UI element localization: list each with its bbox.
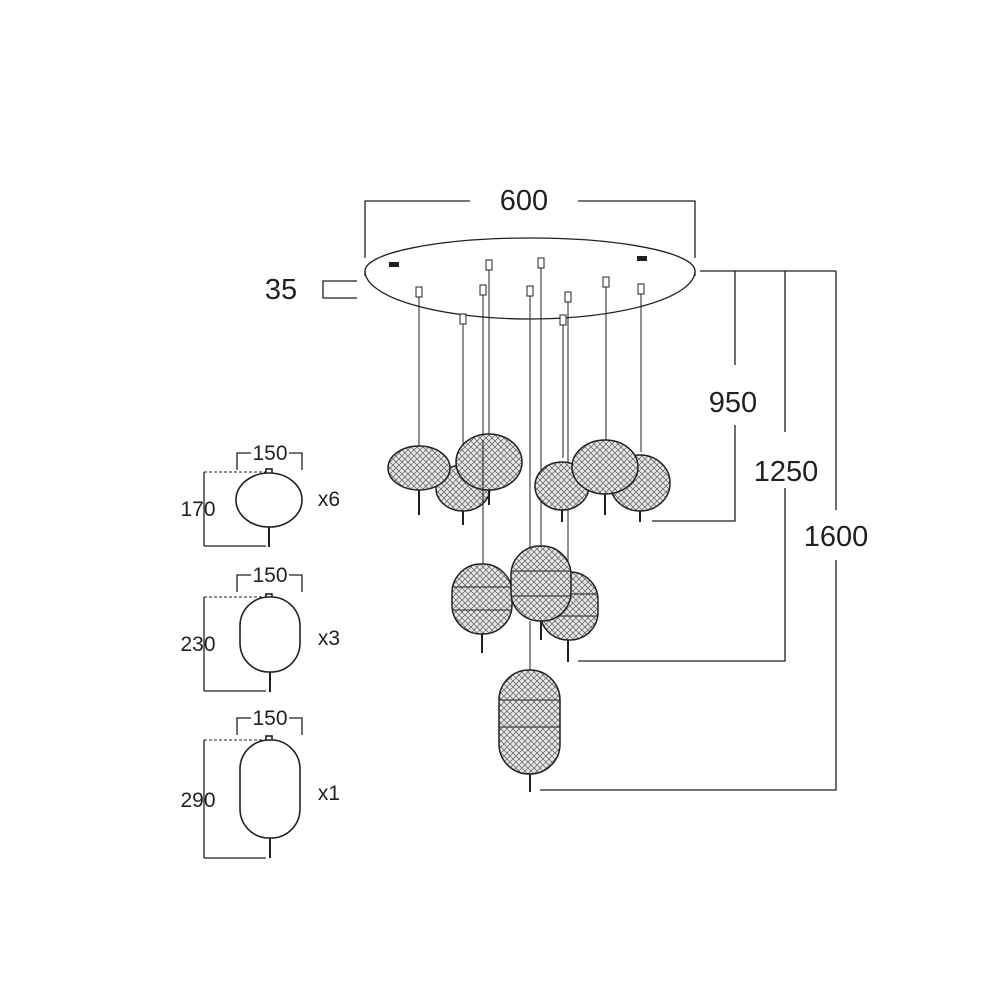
legend-long-shade: 150 290 x1: [180, 707, 340, 859]
legend-round-width: 150: [252, 442, 287, 465]
round-shade-front-right: [571, 439, 639, 515]
legend-round-shade: 150 170 x6: [180, 442, 340, 547]
medium-shade-center: [510, 545, 572, 640]
legend-round-height: 170: [180, 498, 215, 521]
canopy-height-label: 35: [265, 274, 297, 306]
drop-dimension-lines: [540, 270, 837, 791]
canopy-width-label: 600: [500, 185, 548, 217]
drop-long-label: 1600: [804, 521, 869, 553]
legend-medium-height: 230: [180, 633, 215, 656]
canopy-width-dimension: 600: [364, 185, 696, 258]
canopy-height-dimension: 35: [265, 274, 357, 306]
cable-grips: [415, 257, 645, 326]
legend-medium-width: 150: [252, 564, 287, 587]
legend-long-width: 150: [252, 707, 287, 730]
legend-long-height: 290: [180, 789, 215, 812]
round-shade-front-left: [387, 445, 451, 515]
legend-medium-shade: 150 230 x3: [180, 564, 340, 692]
legend-round-quantity: x6: [318, 488, 340, 511]
round-shade-front-center: [455, 433, 523, 505]
legend-medium-quantity: x3: [318, 627, 340, 650]
legend-long-quantity: x1: [318, 782, 340, 805]
drop-short-label: 950: [709, 387, 757, 419]
suspension-cables: [418, 268, 642, 570]
long-shade: [498, 621, 561, 792]
drop-medium-label: 1250: [754, 456, 819, 488]
